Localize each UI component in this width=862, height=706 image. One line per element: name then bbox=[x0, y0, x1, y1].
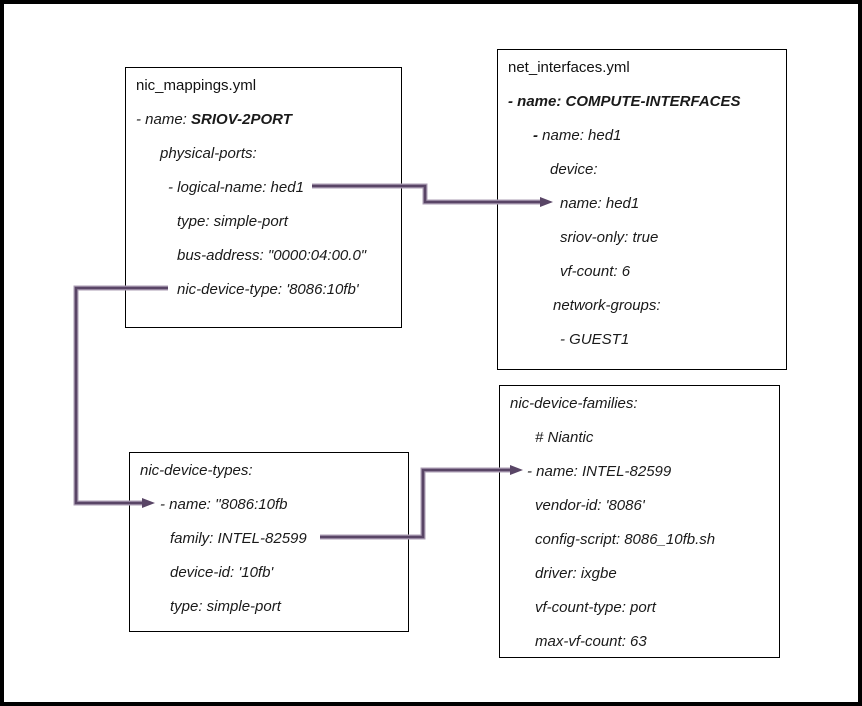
yaml-line: network-groups: bbox=[498, 288, 786, 322]
yaml-text: sriov-only: true bbox=[560, 228, 659, 246]
net-interfaces-box: net_interfaces.yml - name: COMPUTE-INTERF… bbox=[497, 49, 787, 370]
nic-mappings-box: nic_mappings.yml - name: SRIOV-2PORT physi… bbox=[125, 67, 402, 328]
yaml-line: max-vf-count: 63 bbox=[500, 624, 779, 658]
yaml-line: physical-ports: bbox=[126, 136, 401, 170]
yaml-line: type: simple-port bbox=[130, 589, 408, 623]
yaml-text: type: simple-port bbox=[177, 212, 288, 230]
yaml-text: name: hed1 bbox=[560, 194, 640, 212]
yaml-line: vf-count: 6 bbox=[498, 254, 786, 288]
yaml-text: name: hed1 bbox=[542, 126, 622, 144]
yaml-text: - name: bbox=[136, 110, 192, 128]
yaml-line: type: simple-port bbox=[126, 204, 401, 238]
yaml-text: driver: ixgbe bbox=[535, 564, 617, 582]
yaml-line: - GUEST1 bbox=[498, 322, 786, 356]
yaml-line: - logical-name: hed1 bbox=[126, 170, 401, 204]
yaml-line: # Niantic bbox=[500, 420, 779, 454]
yaml-line: family: INTEL-82599 bbox=[130, 521, 408, 555]
yaml-line: name: hed1 bbox=[498, 186, 786, 220]
yaml-text: nic-device-types: bbox=[140, 461, 253, 479]
yaml-line: vendor-id: '8086' bbox=[500, 488, 779, 522]
yaml-line: net_interfaces.yml bbox=[498, 50, 786, 84]
yaml-text: vendor-id: '8086' bbox=[535, 496, 645, 514]
yaml-line: - name: INTEL-82599 bbox=[500, 454, 779, 488]
yaml-text: nic-device-type: '8086:10fb' bbox=[177, 280, 359, 298]
yaml-line: - name: COMPUTE-INTERFACES bbox=[498, 84, 786, 118]
nic-device-types-box: nic-device-types: - name: ''8086:10fb fami… bbox=[129, 452, 409, 632]
yaml-text: network-groups: bbox=[553, 296, 661, 314]
yaml-text: physical-ports: bbox=[160, 144, 257, 162]
yaml-text: max-vf-count: 63 bbox=[535, 632, 647, 650]
yaml-text: bus-address: "0000:04:00.0" bbox=[177, 246, 367, 264]
yaml-text: - logical-name: hed1 bbox=[168, 178, 304, 196]
yaml-text: # Niantic bbox=[535, 428, 594, 446]
yaml-line: bus-address: "0000:04:00.0" bbox=[126, 238, 401, 272]
yaml-text: device: bbox=[550, 160, 598, 178]
yaml-line: driver: ixgbe bbox=[500, 556, 779, 590]
yaml-line: config-script: 8086_10fb.sh bbox=[500, 522, 779, 556]
yaml-text: - GUEST1 bbox=[560, 330, 630, 348]
nic-device-families-box: nic-device-families: # Niantic - name: INT… bbox=[499, 385, 780, 658]
yaml-line: - name: SRIOV-2PORT bbox=[126, 102, 401, 136]
yaml-text: vf-count: 6 bbox=[560, 262, 631, 280]
yaml-line: device: bbox=[498, 152, 786, 186]
yaml-text: SRIOV-2PORT bbox=[191, 110, 292, 128]
yaml-text: - name: INTEL-82599 bbox=[527, 462, 672, 480]
yaml-line: nic-device-families: bbox=[500, 386, 779, 420]
yaml-line: nic-device-types: bbox=[130, 453, 408, 487]
yaml-line: - name: ''8086:10fb bbox=[130, 487, 408, 521]
yaml-line: nic-device-type: '8086:10fb' bbox=[126, 272, 401, 306]
yaml-text: - bbox=[533, 126, 543, 144]
yaml-text: family: INTEL-82599 bbox=[170, 529, 307, 547]
yaml-box-title: nic_mappings.yml bbox=[136, 76, 257, 94]
yaml-text: config-script: 8086_10fb.sh bbox=[535, 530, 716, 548]
yaml-line: sriov-only: true bbox=[498, 220, 786, 254]
yaml-line: - name: hed1 bbox=[498, 118, 786, 152]
yaml-text: - name: COMPUTE-INTERFACES bbox=[508, 92, 741, 110]
yaml-text: - name: ''8086:10fb bbox=[160, 495, 288, 513]
yaml-text: type: simple-port bbox=[170, 597, 281, 615]
yaml-text: vf-count-type: port bbox=[535, 598, 656, 616]
yaml-text: nic-device-families: bbox=[510, 394, 638, 412]
yaml-line: nic_mappings.yml bbox=[126, 68, 401, 102]
yaml-line: device-id: '10fb' bbox=[130, 555, 408, 589]
yaml-line: vf-count-type: port bbox=[500, 590, 779, 624]
yaml-box-title: net_interfaces.yml bbox=[508, 58, 630, 76]
yaml-text: device-id: '10fb' bbox=[170, 563, 274, 581]
